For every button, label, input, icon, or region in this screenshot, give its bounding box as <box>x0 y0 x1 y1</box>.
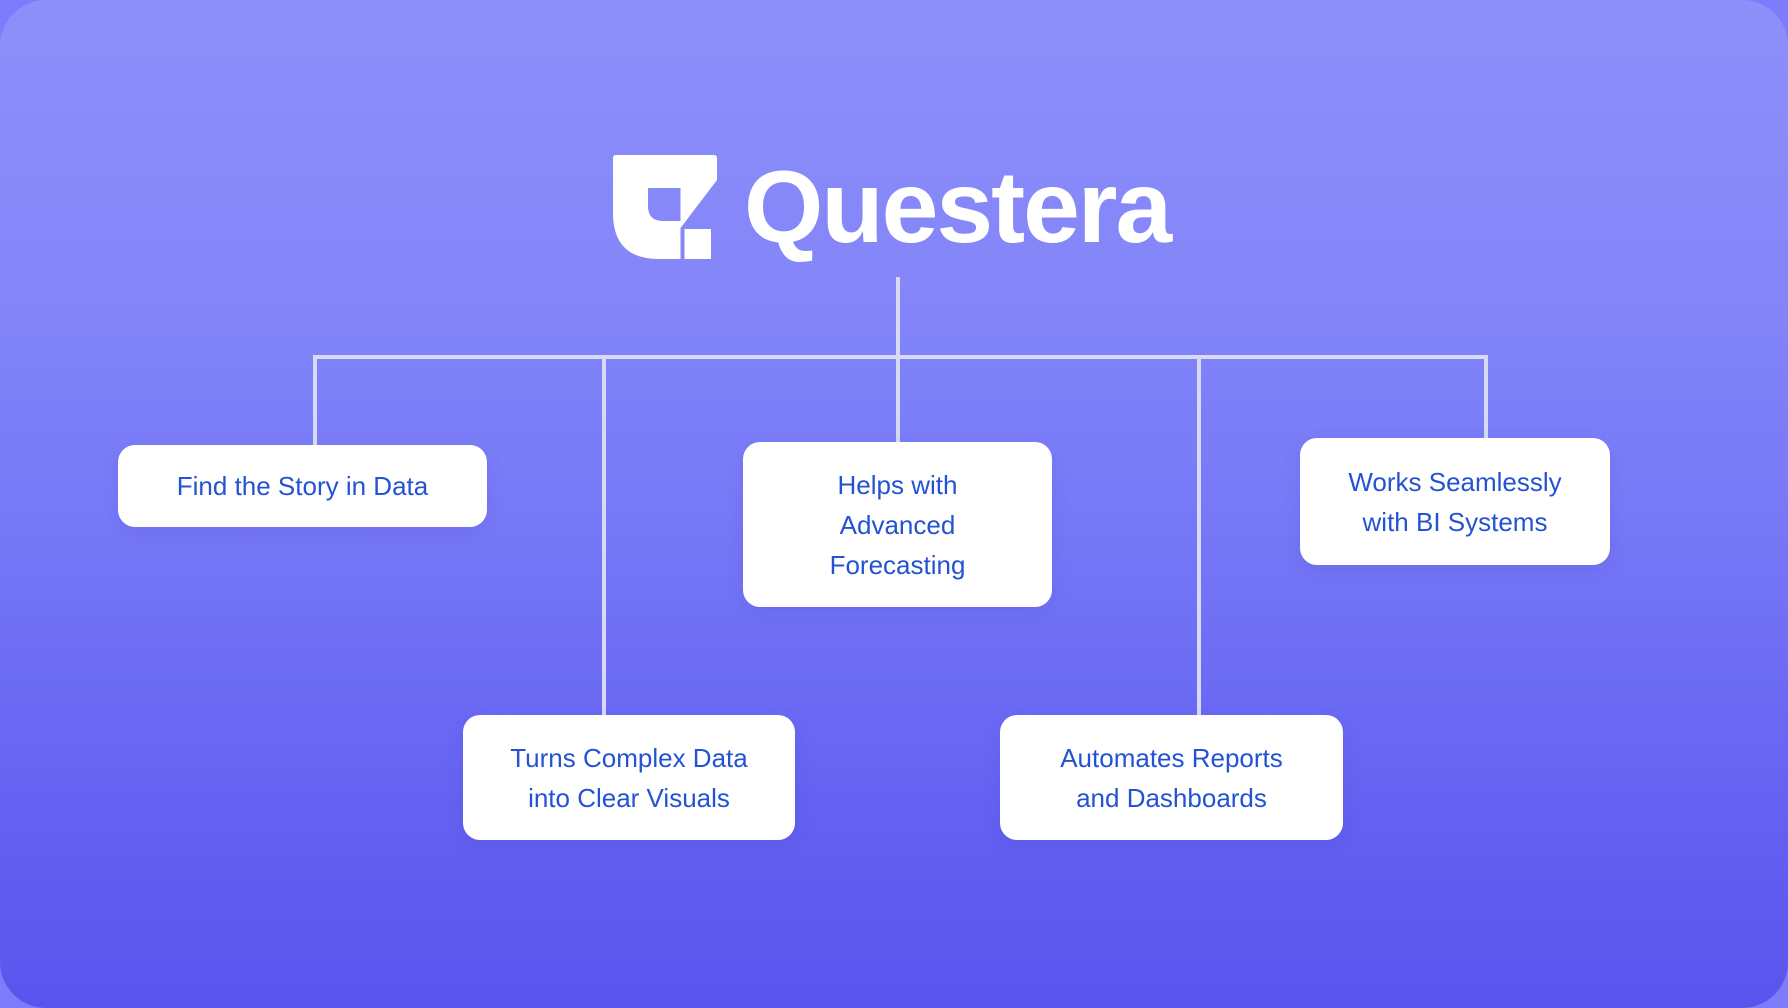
feature-card-bi-systems: Works Seamlessly with BI Systems <box>1300 438 1610 565</box>
feature-card-forecasting: Helps with Advanced Forecasting <box>743 442 1052 607</box>
feature-card-clear-visuals: Turns Complex Data into Clear Visuals <box>463 715 795 840</box>
feature-card-label: Find the Story in Data <box>176 471 429 501</box>
feature-card-label: Turns Complex Data into Clear Visuals <box>510 742 748 813</box>
feature-card-reports: Automates Reports and Dashboards <box>1000 715 1343 840</box>
logo: Questera <box>613 150 1172 264</box>
questera-logomark-icon <box>613 155 717 259</box>
feature-card-label: Works Seamlessly with BI Systems <box>1348 466 1562 537</box>
feature-card-find-story: Find the Story in Data <box>118 445 487 527</box>
feature-card-label: Helps with Advanced Forecasting <box>829 469 966 580</box>
feature-card-label: Automates Reports and Dashboards <box>1060 742 1283 813</box>
brand-name: Questera <box>744 150 1172 264</box>
